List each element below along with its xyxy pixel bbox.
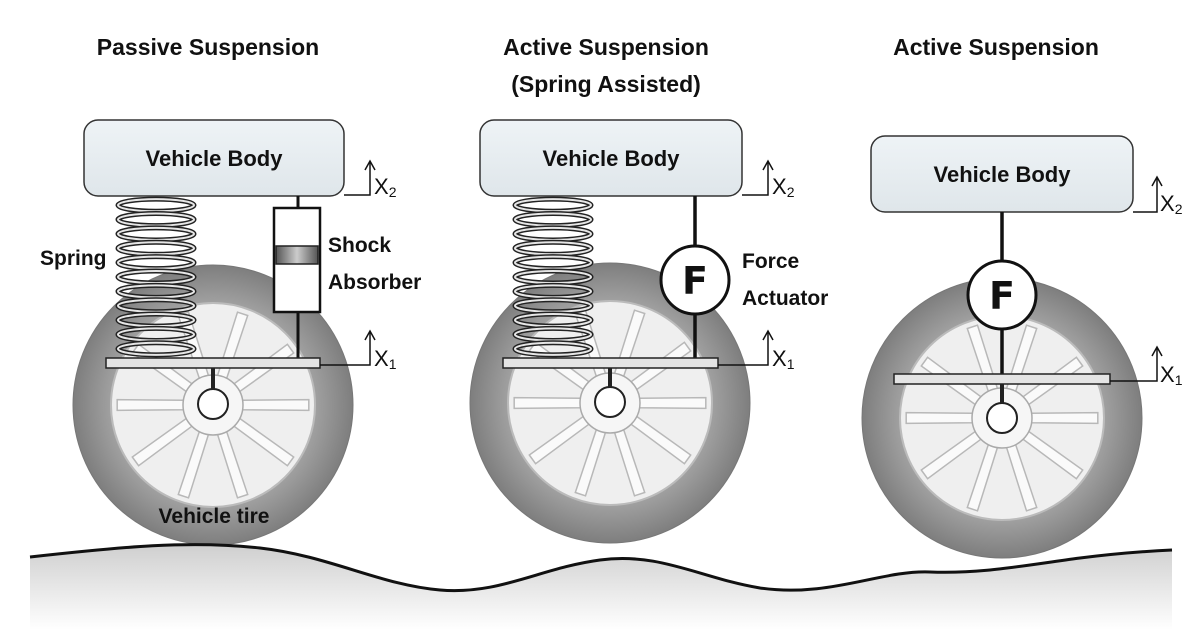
panel2-force-symbol: F <box>682 259 708 303</box>
panel1-spring-label: Spring <box>40 247 107 270</box>
panel2-x1-label: X1 <box>772 346 795 372</box>
panel3-title: Active Suspension <box>893 34 1099 60</box>
panel2-spring <box>512 196 594 358</box>
panel1-hub <box>197 388 229 420</box>
panel2-axle-plate <box>502 357 719 369</box>
panel1-vehicle-body-label: Vehicle Body <box>146 146 284 171</box>
panel3-vehicle-body-label: Vehicle Body <box>934 162 1072 187</box>
panel2-vehicle-body-label: Vehicle Body <box>543 146 681 171</box>
panel2-actuator-label-2: Actuator <box>742 287 828 310</box>
panel1-spring <box>115 196 197 358</box>
panel2-force-actuator <box>659 244 731 316</box>
panel3-x2-label: X2 <box>1160 191 1183 217</box>
wheel-spoke <box>116 398 185 412</box>
panel3-force-symbol: F <box>989 274 1015 318</box>
wheel-spoke <box>241 398 310 412</box>
coord-markers <box>320 159 1163 382</box>
road-surface <box>30 544 1172 630</box>
panel1-shock-absorber <box>272 196 322 362</box>
panel3: Vehicle Body F <box>861 135 1143 559</box>
road-line <box>29 543 1173 593</box>
wheel-spoke <box>905 411 974 425</box>
wheel-spoke <box>513 396 582 410</box>
panel1-x2-label: X2 <box>374 174 397 200</box>
panel1-vehicle-body <box>83 119 345 197</box>
panel1-shock-label-1: Shock <box>328 234 391 257</box>
panel1-title: Passive Suspension <box>97 34 319 60</box>
wheel-spoke <box>1030 411 1099 425</box>
spring-coil-highlight <box>117 341 195 356</box>
panel2-hub <box>594 386 626 418</box>
panel2-subtitle: (Spring Assisted) <box>511 71 701 97</box>
panel3-force-actuator <box>966 259 1038 331</box>
panel1-tire-label: Vehicle tire <box>159 505 270 528</box>
panel2-actuator-label-1: Force <box>742 250 799 273</box>
panel1: Vehicle Body Spring Shock Absorber Vehic… <box>40 119 421 546</box>
panel2: Vehicle Body F Force Actuator <box>469 119 828 544</box>
wheel-spoke <box>638 396 707 410</box>
panel2-x2-label: X2 <box>772 174 795 200</box>
spring-coil-highlight <box>514 341 592 356</box>
panel3-hub <box>986 402 1018 434</box>
panel1-x1-label: X1 <box>374 346 397 372</box>
panel3-axle-plate <box>893 373 1111 385</box>
panel1-axle-plate <box>105 357 321 369</box>
panel1-shock-label-2: Absorber <box>328 271 421 294</box>
panel3-x1-label: X1 <box>1160 362 1183 388</box>
panel2-vehicle-body <box>479 119 743 197</box>
panel2-title: Active Suspension <box>503 34 709 60</box>
